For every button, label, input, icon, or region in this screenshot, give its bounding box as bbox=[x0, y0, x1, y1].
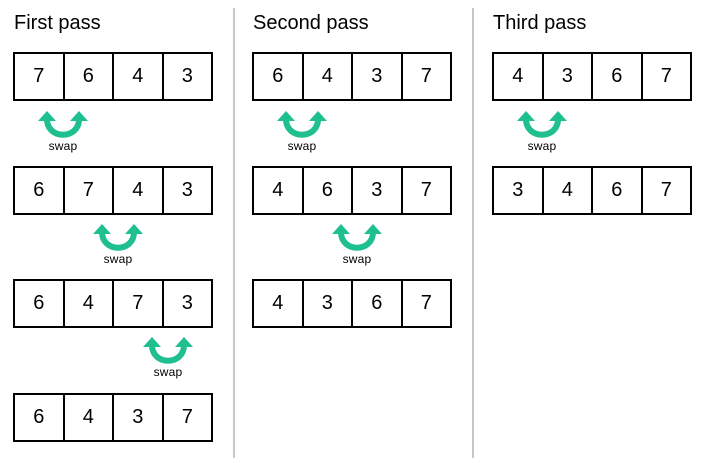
array-cell: 3 bbox=[181, 292, 193, 314]
array-cell: 3 bbox=[494, 168, 544, 213]
swap-indicator: swap bbox=[91, 223, 145, 267]
array-cell: 4 bbox=[114, 168, 164, 213]
array-cell: 3 bbox=[353, 54, 403, 99]
swap-label: swap bbox=[103, 252, 133, 266]
swap-indicator: swap bbox=[275, 110, 329, 154]
array-cell: 3 bbox=[544, 54, 593, 99]
array-cell: 4 bbox=[114, 54, 164, 99]
swap-indicator: swap bbox=[141, 336, 195, 380]
array-cell: 4 bbox=[65, 281, 114, 326]
array-cell: 3 bbox=[181, 179, 193, 201]
array-cell: 7 bbox=[660, 65, 672, 87]
array-cell: 6 bbox=[593, 168, 643, 213]
array-cell: 7 bbox=[181, 406, 193, 428]
array-cell: 6 bbox=[15, 395, 65, 440]
array-cell: 3 bbox=[353, 168, 403, 213]
swap-indicator: swap bbox=[515, 110, 569, 154]
swap-label: swap bbox=[342, 252, 372, 266]
array-cell: 3 bbox=[181, 65, 193, 87]
swap-indicator: swap bbox=[330, 223, 384, 267]
array-cell: 6 bbox=[254, 54, 304, 99]
array-cell: 7 bbox=[660, 179, 672, 201]
array-cell: 4 bbox=[254, 168, 304, 213]
column-divider bbox=[472, 8, 474, 458]
array-cell: 7 bbox=[15, 54, 65, 99]
swap-label: swap bbox=[527, 139, 557, 153]
array-cell: 6 bbox=[593, 54, 643, 99]
pass-title: Second pass bbox=[253, 12, 369, 34]
swap-label: swap bbox=[287, 139, 317, 153]
array-cell: 7 bbox=[420, 65, 432, 87]
array-cell: 3 bbox=[304, 281, 353, 326]
swap-label: swap bbox=[48, 139, 78, 153]
array-cell: 6 bbox=[15, 168, 65, 213]
array-cell: 7 bbox=[114, 281, 164, 326]
array-cell: 4 bbox=[65, 395, 114, 440]
array-cell: 4 bbox=[304, 54, 353, 99]
array-cell: 4 bbox=[254, 281, 304, 326]
array-cell: 7 bbox=[65, 168, 114, 213]
swap-label: swap bbox=[153, 365, 183, 379]
array-cell: 4 bbox=[494, 54, 544, 99]
array-cell: 6 bbox=[15, 281, 65, 326]
column-divider bbox=[233, 8, 235, 458]
array-cell: 6 bbox=[304, 168, 353, 213]
array-cell: 3 bbox=[114, 395, 164, 440]
pass-title: First pass bbox=[14, 12, 101, 34]
array-cell: 6 bbox=[353, 281, 403, 326]
array-cell: 7 bbox=[420, 292, 432, 314]
array-cell: 6 bbox=[65, 54, 114, 99]
array-cell: 4 bbox=[544, 168, 593, 213]
pass-title: Third pass bbox=[493, 12, 587, 34]
swap-indicator: swap bbox=[36, 110, 90, 154]
array-cell: 7 bbox=[420, 179, 432, 201]
